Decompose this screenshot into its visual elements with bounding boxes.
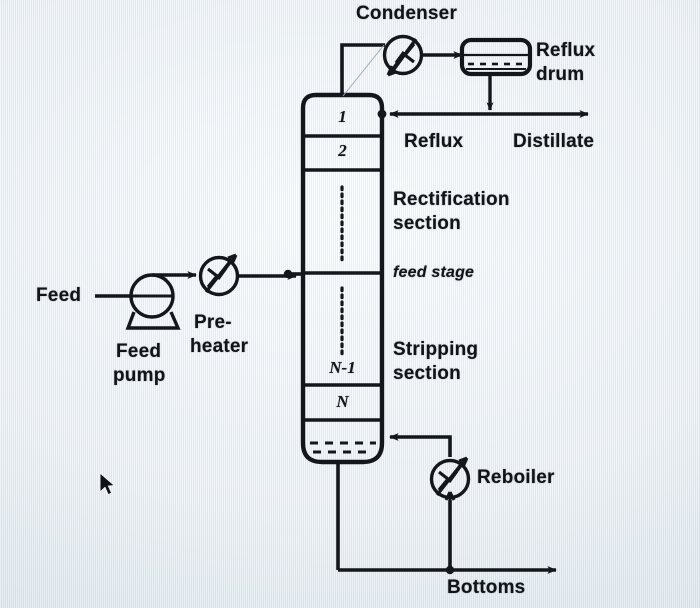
preheater-label-line2: heater (190, 336, 249, 357)
distillate-stream-label: Distillate (513, 131, 595, 152)
feed-pump-symbol (125, 273, 181, 330)
reflux-stream-label: Reflux (404, 131, 464, 152)
reboiler-symbol (429, 456, 471, 505)
reboiler-label: Reboiler (477, 467, 555, 488)
stripping-section-label-line1: Stripping (393, 339, 479, 360)
column-sump-level (310, 441, 376, 454)
reboiler-return-line (389, 433, 452, 570)
feed-stage-label: feed stage (393, 264, 475, 281)
scan-artefact-line (342, 44, 385, 97)
condenser-symbol (382, 34, 424, 77)
reflux-drum-label-line2: drum (536, 64, 585, 85)
stripping-section-label-line2: section (393, 363, 461, 384)
preheater-label-line1: Pre- (194, 312, 232, 333)
reflux-drum-label-line1: Reflux (536, 40, 596, 61)
stage-number-n: N (336, 392, 349, 411)
preheater-symbol (198, 253, 240, 297)
mouse-cursor (99, 472, 116, 496)
condenser-label: Condenser (356, 3, 458, 24)
feed-pump-label-line1: Feed (116, 341, 162, 362)
feed-stream-label: Feed (36, 285, 82, 306)
stage-number-2: 2 (338, 141, 347, 160)
stage-number-n-minus-1: N-1 (329, 358, 356, 377)
reflux-drum-symbol (459, 37, 533, 77)
stage-number-1: 1 (338, 107, 347, 126)
bottoms-junction-dot (445, 565, 455, 575)
rectification-section-label-line1: Rectification (393, 189, 510, 210)
bottoms-stream-label: Bottoms (447, 577, 526, 598)
rectification-section-label-line2: section (393, 213, 461, 234)
feed-pump-label-line2: pump (113, 365, 166, 386)
